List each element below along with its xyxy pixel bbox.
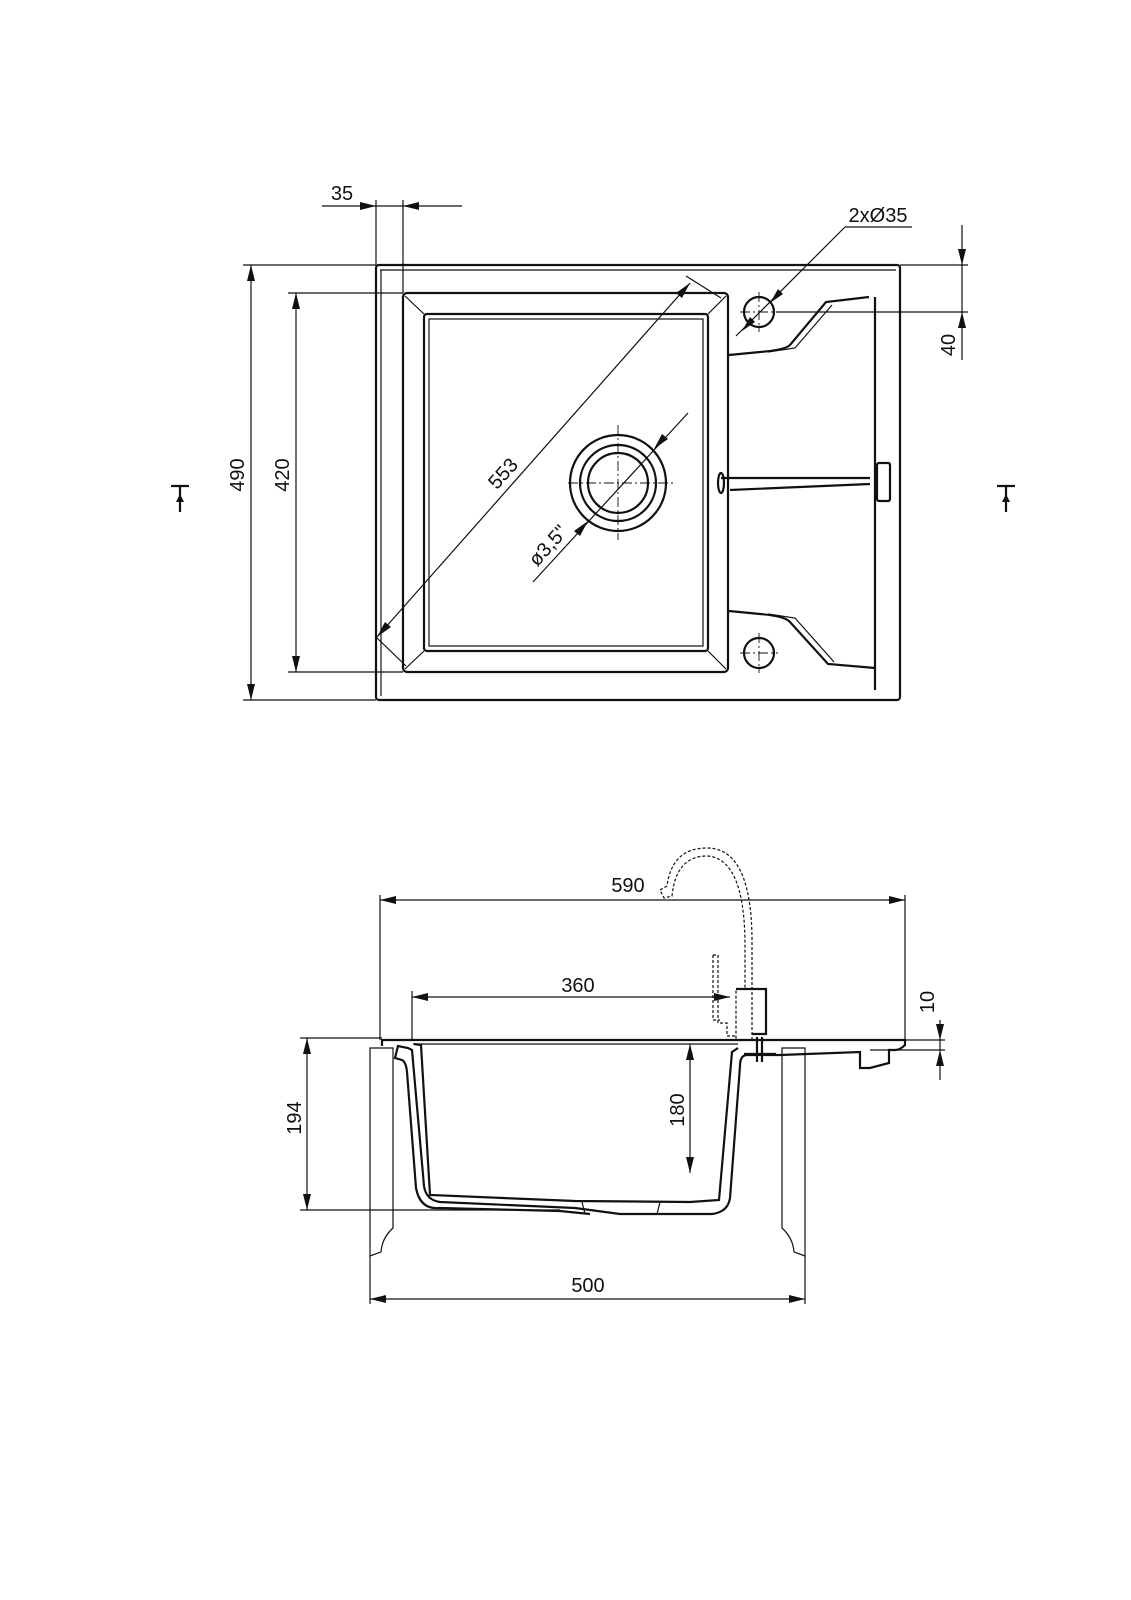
- dim-hole-offset: 40: [776, 225, 968, 360]
- dim-bowl-height: 180: [667, 1044, 694, 1173]
- dim-rim-thickness: 10: [870, 991, 945, 1080]
- faucet: [659, 847, 776, 1062]
- drainer: [716, 295, 892, 690]
- cabinet-wall-right: [781, 1047, 806, 1257]
- svg-text:553: 553: [484, 454, 523, 494]
- sink-outline: [374, 263, 902, 702]
- dim-bowl-depth: 420: [272, 292, 403, 673]
- svg-text:40: 40: [938, 334, 960, 356]
- drain: [568, 425, 676, 540]
- svg-text:360: 360: [561, 975, 594, 997]
- tap-hole-bottom: [740, 633, 778, 673]
- dim-total-width: 590: [379, 875, 906, 1040]
- svg-text:420: 420: [272, 458, 294, 491]
- bowl: [401, 291, 730, 674]
- svg-text:180: 180: [667, 1093, 689, 1126]
- overflow-icon: [716, 471, 726, 495]
- dim-tap-holes: 2xØ35: [735, 205, 912, 337]
- svg-text:10: 10: [917, 991, 939, 1013]
- dim-total-height: 194: [284, 1037, 560, 1211]
- svg-text:590: 590: [611, 875, 644, 897]
- sink-profile: [380, 1038, 907, 1216]
- dim-diagonal: 553: [375, 275, 722, 667]
- tap-hole-top: [740, 292, 778, 332]
- svg-text:194: 194: [284, 1101, 306, 1134]
- side-view: 590 360 10 194: [284, 847, 945, 1304]
- drainer-grip: [875, 461, 892, 503]
- section-marker-left: [171, 484, 189, 512]
- cabinet-wall-left: [369, 1047, 394, 1257]
- top-view: 35 490 420 553: [171, 183, 1015, 702]
- svg-text:500: 500: [571, 1275, 604, 1297]
- dim-total-depth: 490: [227, 264, 376, 701]
- svg-text:490: 490: [227, 458, 249, 491]
- svg-text:2xØ35: 2xØ35: [849, 205, 908, 227]
- svg-text:35: 35: [331, 183, 353, 205]
- section-marker-right: [997, 484, 1015, 512]
- dim-bowl-width: 360: [411, 975, 730, 1040]
- dim-cabinet-width: 500: [369, 1256, 806, 1304]
- dim-rim-width: 35: [322, 183, 462, 293]
